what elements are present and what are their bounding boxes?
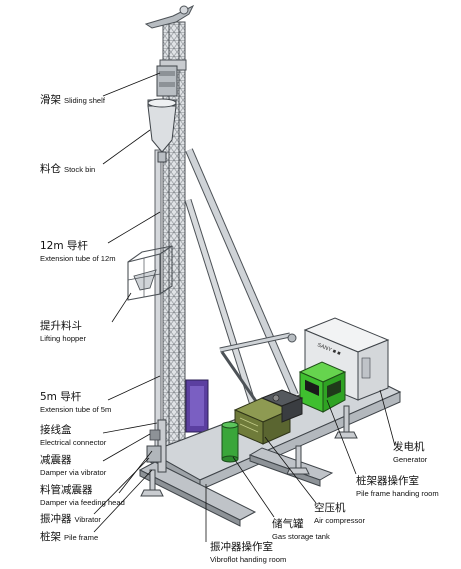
label-damper-feeding-en: Damper via feeding head [40,498,125,508]
label-gas-tank-en: Gas storage tank [272,532,330,542]
label-extension-5m-en: Extension tube of 5m [40,405,112,415]
leader-vibrator [93,457,150,515]
leader-extension-5m [107,375,161,401]
label-lifting-hopper-en: Lifting hopper [40,334,87,344]
label-extension-5m-zh: 5m 导杆 [40,391,82,403]
label-gas-tank: 储气罐 Gas storage tank [272,514,330,542]
label-pile-frame-en: Pile frame [64,533,99,542]
label-generator-zh: 发电机 [393,441,425,453]
label-damper-vibrator-en: Damper via vibrator [40,468,107,478]
leader-pile-frame [93,469,153,533]
label-sliding-shelf-en: Sliding shelf [64,96,105,105]
label-damper-feeding-zh: 料管减震器 [40,484,93,496]
label-lifting-hopper: 提升料斗 Lifting hopper [40,316,86,344]
label-extension-5m: 5m 导杆 Extension tube of 5m [40,387,111,415]
label-sliding-shelf-zh: 滑架 [40,94,61,106]
vibrator-unit [146,419,167,473]
label-damper-feeding: 料管减震器 Damper via feeding head [40,480,125,508]
label-extension-12m: 12m 导杆 Extension tube of 12m [40,236,116,264]
label-gas-tank-zh: 储气罐 [272,518,304,530]
engine-block [260,389,304,423]
label-air-compressor: 空压机 Air compressor [314,498,365,526]
label-extension-12m-en: Extension tube of 12m [40,254,116,264]
pile-frame-cabin [298,361,347,413]
leader-sliding-shelf [102,72,161,97]
label-vibrator-zh: 振冲器 [40,513,72,525]
label-damper-vibrator-zh: 减震器 [40,454,72,466]
leader-stock-bin [102,129,151,165]
label-vibroflot-room-zh: 振冲器操作室 [210,541,273,553]
label-vibroflot-room-en: Vibroflot handing room [210,555,287,565]
leader-lifting-hopper [111,292,132,323]
label-electrical-connector: 接线盒 Electrical connector [40,420,106,448]
label-air-compressor-zh: 空压机 [314,502,346,514]
leader-lines [93,72,396,542]
label-electrical-connector-zh: 接线盒 [40,424,72,436]
gas-storage-tank [221,421,239,463]
label-vibrator-en: Vibrator [74,515,101,524]
leader-damper-vibrator [102,433,151,462]
sliding-shelf [156,65,178,97]
air-compressor [233,397,292,445]
label-vibroflot-room: 振冲器操作室 Vibroflot handing room [210,537,286,565]
label-pile-frame-zh: 桩架 [40,531,61,543]
leader-generator [379,389,396,447]
label-pile-room-en: Pile frame handing room [356,489,439,499]
label-air-compressor-en: Air compressor [314,516,366,526]
leader-extension-12m [107,211,161,244]
label-stock-bin-en: Stock bin [64,165,96,174]
label-pile-room: 桩架器操作室 Pile frame handing room [356,471,439,499]
label-electrical-connector-en: Electrical connector [40,438,107,448]
label-generator-en: Generator [393,455,428,465]
label-stock-bin-zh: 料仓 [40,163,61,175]
stock-bin [147,98,177,163]
leader-gas-tank [232,456,275,518]
leader-air-compressor [264,436,317,504]
leader-pile-room [326,399,357,475]
label-damper-vibrator: 减震器 Damper via vibrator [40,450,106,478]
label-extension-12m-zh: 12m 导杆 [40,240,88,252]
label-generator: 发电机 Generator [393,437,427,465]
vibroflot-box-panel [190,386,204,426]
leader-electrical-connector [102,422,158,434]
diagonal-braces [184,148,299,411]
label-pile-room-zh: 桩架器操作室 [356,475,419,487]
label-lifting-hopper-zh: 提升料斗 [40,320,82,332]
lifting-hopper [127,245,173,301]
